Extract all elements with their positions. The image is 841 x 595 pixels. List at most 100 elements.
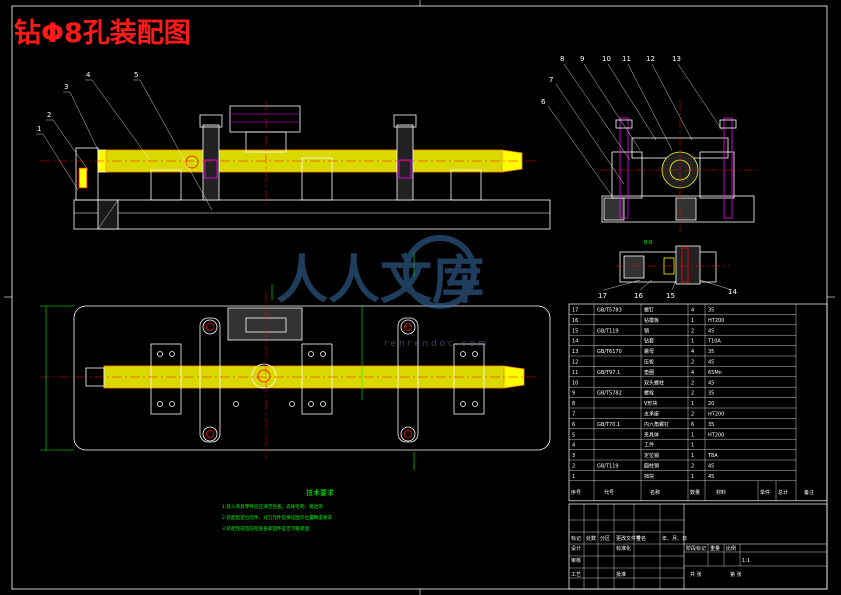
- side-label-9: 9: [580, 55, 584, 63]
- bom-cell: 45: [708, 360, 714, 366]
- title-block-cell: 标准化: [616, 545, 631, 552]
- bom-cell: 4: [572, 443, 575, 449]
- bom-header-cell: 数量: [690, 489, 700, 496]
- title-block-cell: 处数: [586, 535, 596, 542]
- front-label-5: 5: [134, 71, 138, 79]
- tech-notes-heading: 技术要求: [306, 488, 334, 497]
- bom-cell: 9: [572, 391, 575, 397]
- bom-cell: HT200: [708, 432, 724, 438]
- watermark-brand: 人人文库: [276, 251, 484, 311]
- title-block-cell: 签名: [636, 535, 646, 542]
- front-view: [36, 79, 551, 230]
- side-view: [547, 63, 760, 232]
- title-block-cell: 标记: [571, 535, 581, 542]
- bom-cell: 1: [691, 318, 694, 324]
- bom-cell: 内六角螺钉: [644, 421, 669, 428]
- detail-label-16: 16: [634, 292, 643, 300]
- bom-cell: 17: [572, 308, 578, 314]
- bom-cell: 定位销: [644, 452, 659, 459]
- title-block-cell: 设计: [571, 545, 581, 552]
- detail-label-14: 14: [728, 288, 737, 296]
- side-label-10: 10: [602, 55, 611, 63]
- bom-header-cell: 材料: [716, 489, 726, 496]
- detail-label-17: 17: [598, 292, 607, 300]
- title-block-cell: 重量: [710, 545, 720, 552]
- title-block-cell: 阶段标记: [686, 545, 706, 552]
- tech-note-1: 1.装入夹具零件前应清洁检查，去除毛刺、锐边等: [222, 503, 323, 510]
- bom-cell: 35: [708, 308, 714, 314]
- title-block-cell: 年、月、日: [662, 535, 687, 542]
- bom-cell: 1: [691, 339, 694, 345]
- bom-cell: 1: [572, 474, 575, 480]
- watermark: 人人文库 r e n r e n d o c . c o m: [276, 235, 486, 349]
- bom-cell: 14: [572, 339, 578, 345]
- bom-cell: 10: [572, 380, 578, 386]
- drawing-title: 钻Φ8孔装配图: [14, 18, 191, 49]
- bom-cell: V形块: [644, 400, 657, 407]
- title-block-cell: 比例: [726, 545, 736, 552]
- bom-cell: 压板: [644, 359, 654, 366]
- bom-cell: 1: [691, 474, 694, 480]
- side-label-8: 8: [560, 55, 564, 63]
- bom-cell: 15: [572, 328, 578, 334]
- title-block-cell: 审核: [571, 557, 581, 564]
- bom-cell: GB/T70.1: [597, 422, 620, 428]
- bom-header-cell: 名称: [650, 489, 660, 496]
- bom-cell: 2: [691, 328, 694, 334]
- title-block-cell: 共 张: [690, 571, 702, 578]
- bom-cell: 钻模板: [644, 317, 659, 324]
- detail-view: B-B: [603, 240, 733, 291]
- front-label-1: 1: [37, 125, 41, 133]
- bom-cell: 12: [572, 360, 578, 366]
- bom-cell: 16: [572, 318, 578, 324]
- bom-cell: 2: [691, 360, 694, 366]
- bom-cell: 4: [691, 370, 694, 376]
- bom-cell: 垫圈: [644, 369, 654, 376]
- front-label-4: 4: [86, 71, 91, 79]
- title-block-cell: 第 张: [730, 571, 742, 578]
- tech-note-2: 2.装配后定位元件、对刀元件应保证图示位置精度要求: [222, 514, 332, 521]
- bom-cell: GB/T6170: [597, 349, 622, 355]
- bom-cell: 双头螺柱: [644, 379, 664, 386]
- title-block-cell: 更改文件号: [616, 535, 641, 542]
- bom-cell: 45: [708, 474, 714, 480]
- bom-cell: 夹具体: [644, 431, 659, 438]
- bom-cell: 1: [691, 453, 694, 459]
- bom-cell: 1: [691, 401, 694, 407]
- bom-cell: 13: [572, 349, 578, 355]
- side-label-7: 7: [549, 76, 553, 84]
- bom-cell: 35: [708, 422, 714, 428]
- detail-label-15: 15: [666, 292, 675, 300]
- bom-header-cell: 代号: [604, 489, 614, 496]
- bom-cell: 螺栓: [644, 390, 654, 397]
- bom-cell: 4: [691, 308, 694, 314]
- bom-header-cell: 备注: [804, 489, 814, 496]
- bom-cell: 5: [572, 432, 575, 438]
- side-label-13: 13: [672, 55, 681, 63]
- svg-text:B-B: B-B: [644, 240, 653, 246]
- side-label-11: 11: [622, 55, 631, 63]
- bom-cell: HT200: [708, 412, 724, 418]
- bom-cell: 8: [572, 401, 575, 407]
- bom-cell: 销: [644, 327, 649, 334]
- front-label-3: 3: [64, 83, 68, 91]
- bom-cell: GB/T5782: [597, 391, 622, 397]
- bom-cell: 工件: [644, 442, 654, 449]
- bom-cell: 11: [572, 370, 578, 376]
- bom-cell: 65Mn: [708, 370, 722, 376]
- bom-cell: T10A: [707, 339, 721, 345]
- bom-cell: 螺母: [644, 348, 654, 355]
- bom-cell: 4: [691, 349, 694, 355]
- bom-cell: HT200: [708, 318, 724, 324]
- bom-cell: 圆柱销: [644, 463, 659, 470]
- front-label-2: 2: [47, 111, 51, 119]
- bom-cell: 1: [691, 443, 694, 449]
- watermark-url: r e n r e n d o c . c o m: [384, 339, 486, 349]
- bom-cell: 35: [708, 349, 714, 355]
- bom-cell: 45: [708, 328, 714, 334]
- bom-cell: 3: [572, 453, 575, 459]
